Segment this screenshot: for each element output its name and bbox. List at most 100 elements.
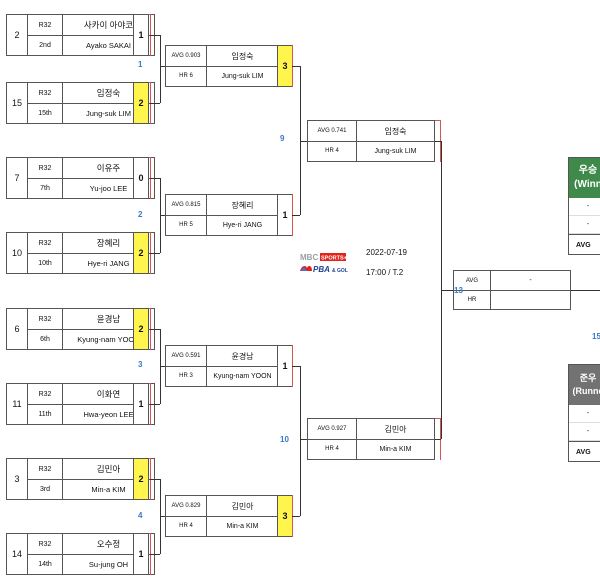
player-name-korean: 이유주 — [96, 163, 121, 173]
player-name-english: Min-a KIM — [91, 484, 126, 494]
player-name-korean: 임정숙 — [96, 88, 121, 98]
match-number-15: 15 — [592, 332, 600, 341]
player-row-top: R32 이화연 — [28, 384, 154, 405]
set-score: 2 — [133, 308, 149, 350]
avg-label: AVG 0.741 — [308, 121, 357, 141]
rank-label: 6th — [28, 329, 63, 349]
connector-line — [150, 35, 160, 36]
broadcaster-logo: MBC SPORTS+ PBA & GOLF — [298, 250, 351, 276]
hr-label: HR 4 — [308, 141, 357, 161]
connector-line — [160, 66, 165, 67]
seed-number: 3 — [6, 458, 28, 500]
connector-line — [150, 178, 160, 179]
match-date: 2022-07-19 — [366, 248, 407, 257]
seed-number: 7 — [6, 157, 28, 199]
winner-line-1: - — [569, 198, 600, 216]
match-number: 10 — [280, 435, 289, 444]
set-score: 3 — [277, 495, 293, 537]
rank-label: 14th — [28, 554, 63, 574]
avg-label: AVG 0.927 — [308, 419, 357, 439]
avg-label: AVG 0.829 — [166, 496, 207, 516]
runner-title: 준우 — [579, 373, 597, 383]
player-row-top: R32 사카이 아야코 — [28, 15, 154, 36]
avg-label: AVG 0.815 — [166, 195, 207, 215]
svg-text:SPORTS+: SPORTS+ — [321, 256, 347, 262]
rank-label: 15th — [28, 103, 63, 123]
avg-label: AVG 0.591 — [166, 346, 207, 366]
svg-text:PBA: PBA — [313, 265, 330, 274]
round-label: R32 — [28, 15, 63, 35]
connector-line — [150, 554, 160, 555]
round-label: R32 — [28, 384, 63, 404]
connector-line — [150, 404, 160, 405]
rank-label: 3rd — [28, 479, 63, 499]
runner-line-1: - — [569, 405, 600, 423]
seed-number: 10 — [6, 232, 28, 274]
match-number: 1 — [138, 60, 143, 69]
player-row-top: R32 장혜리 — [28, 233, 154, 254]
player-name-korean: 이화연 — [96, 389, 121, 399]
set-score: 1 — [277, 345, 293, 387]
player-name-english: Hye-ri JANG — [222, 221, 263, 229]
connector-line — [150, 253, 160, 254]
player-name-english: Kyung-nam YOON — [77, 334, 140, 344]
rank-label: 7th — [28, 178, 63, 198]
connector-line — [441, 290, 453, 291]
player-name-korean: 장혜리 — [96, 238, 121, 248]
connector-line — [150, 103, 160, 104]
winner-panel: 우승(Winn - - AVG — [568, 157, 600, 255]
connector-line — [292, 516, 300, 517]
player-name-english: Ayako SAKAI — [86, 40, 131, 50]
final-avg-value: - — [529, 277, 532, 284]
runner-line-2: - — [569, 423, 600, 441]
bracket-line — [435, 120, 441, 121]
player-name-korean: 사카이 아야코 — [83, 20, 134, 30]
seed-number: 15 — [6, 82, 28, 124]
seed-number: 2 — [6, 14, 28, 56]
player-name-korean: 김민아 — [231, 501, 254, 511]
winner-title: 우승 — [578, 165, 598, 176]
player-name-english: Jung-suk LIM — [374, 147, 417, 155]
player-name-english: Min-a KIM — [379, 445, 412, 453]
connector-line — [300, 366, 301, 516]
winner-subtitle: (Winn — [574, 179, 600, 190]
match-time-table: 17:00 / T.2 — [366, 268, 404, 277]
round-label: R32 — [28, 233, 63, 253]
player-name-english: Kyung-nam YOON — [213, 372, 272, 380]
player-name-korean: 김민아 — [384, 424, 407, 434]
round-label: R32 — [28, 309, 63, 329]
hr-label: HR 4 — [166, 516, 207, 536]
seed-number: 6 — [6, 308, 28, 350]
connector-line — [150, 479, 160, 480]
match-number: 3 — [138, 360, 143, 369]
winner-avg-label: AVG — [569, 234, 600, 255]
connector-line — [150, 329, 160, 330]
player-row-bottom: HR 4 Jung-suk LIM — [308, 141, 434, 161]
match-number: 9 — [280, 134, 285, 143]
seed-number: 14 — [6, 533, 28, 575]
set-score: 0 — [133, 157, 149, 199]
rank-label: 11th — [28, 404, 63, 424]
bracket-line — [435, 418, 441, 419]
player-name-english: Jung-suk LIM — [221, 72, 264, 80]
svg-text:MBC: MBC — [300, 253, 318, 262]
hr-label: HR 3 — [166, 366, 207, 386]
